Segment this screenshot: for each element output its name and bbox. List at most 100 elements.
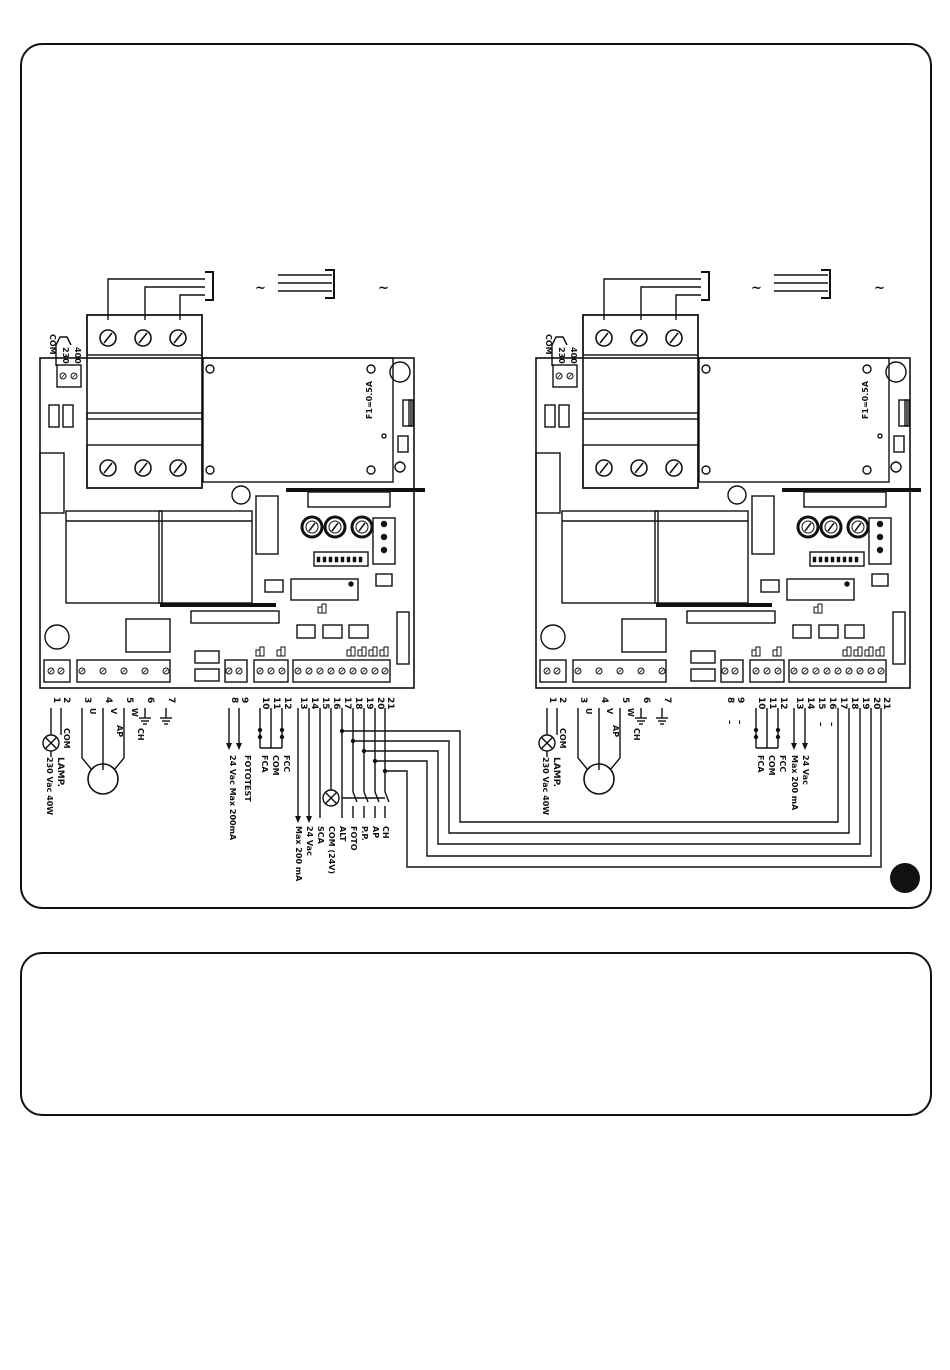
led-icon (276, 646, 286, 657)
component (690, 668, 716, 682)
connector (868, 517, 892, 565)
component (194, 668, 220, 682)
screw-slot (858, 669, 862, 673)
component (893, 435, 905, 453)
screw-slot (599, 462, 609, 474)
motor-wire-label: COM (62, 728, 71, 749)
terminal-rail (582, 412, 699, 420)
via (381, 433, 387, 439)
led-body (255, 649, 261, 657)
screw-slot (122, 669, 126, 673)
component (690, 650, 716, 664)
screw-slot (101, 669, 105, 673)
terminal-number: 1 (51, 697, 61, 703)
screw-slot (173, 332, 183, 344)
trimmer-icon (350, 515, 374, 539)
terminal-screw-icon (47, 667, 55, 675)
screw-slot (59, 669, 63, 673)
screw-slot (836, 669, 840, 673)
terminal-number: 18 (849, 697, 859, 710)
screw-slot (568, 374, 572, 378)
terminal-screw-icon (162, 667, 170, 675)
terminal-number: 20 (871, 697, 881, 710)
terminal-block (720, 659, 744, 683)
screw-slot (634, 462, 644, 474)
led-body (317, 606, 323, 614)
motor-lead (609, 750, 621, 771)
motor-phase-label: V (605, 708, 614, 715)
terminal-number: 10 (260, 697, 270, 710)
screw-slot (825, 669, 829, 673)
dip-key (854, 556, 859, 563)
screw-slot (237, 669, 241, 673)
screw-slot (258, 669, 262, 673)
led-body (846, 646, 852, 657)
terminal-screw-icon (637, 667, 645, 675)
motor-icon (87, 763, 119, 795)
terminal-screw-icon (658, 667, 666, 675)
limit-switch-label: COM (271, 755, 280, 776)
limit-switch-label: FCA (260, 755, 269, 773)
interconnect-wire (385, 708, 882, 868)
ic-dot (348, 581, 354, 587)
terminal-screw-icon (867, 667, 875, 675)
trimmer-core (801, 520, 815, 534)
screw-slot (103, 332, 113, 344)
terminal-number: 3 (578, 697, 588, 703)
switch-contact (363, 791, 369, 803)
arrow (295, 816, 301, 823)
terminal-screw-icon (877, 667, 885, 675)
terminal-screw-icon (360, 667, 368, 675)
control-label: COM (24V) (327, 826, 336, 874)
terminal-screw-icon (763, 667, 771, 675)
led-body (864, 649, 870, 657)
terminal-number: 19 (860, 697, 870, 710)
terminal-screw-icon (225, 667, 233, 675)
terminal-number: 4 (103, 697, 113, 703)
led-body (875, 649, 881, 657)
terminal-number: 14 (309, 697, 319, 710)
motor-wire-label: AP (115, 725, 124, 737)
mains-tilde: ~ (255, 281, 266, 296)
terminal-number: 9 (735, 697, 745, 703)
rail (160, 603, 276, 607)
pcb-notch (39, 452, 65, 514)
fuse-label: F1=0.5A (365, 380, 374, 419)
trimmer-slot (308, 522, 316, 532)
wire (179, 294, 205, 320)
component-icon (394, 461, 406, 473)
led-icon (875, 646, 885, 657)
terminal-screw-icon (566, 372, 574, 380)
terminal-screw-icon (834, 667, 842, 675)
led-icon (751, 646, 761, 657)
motor-phase-label: U (88, 708, 97, 715)
dip-key (352, 556, 357, 563)
terminal-number: 17 (342, 697, 352, 710)
control-label: Max 200 mA (294, 826, 303, 882)
screw-slot (555, 669, 559, 673)
terminal-screw-icon (267, 667, 275, 675)
terminal-number: 10 (756, 697, 766, 710)
screw-slot (599, 332, 609, 344)
component (892, 611, 906, 665)
trimmer-core (355, 520, 369, 534)
bracket (325, 269, 335, 299)
voltage-label: COM (48, 334, 57, 355)
limit-switch-label: FCC (282, 755, 291, 772)
terminal-block (76, 659, 171, 683)
screw-slot (765, 669, 769, 673)
terminal-number: 9 (239, 697, 249, 703)
terminal-number: 13 (298, 697, 308, 710)
lamp-cross (325, 792, 337, 804)
selector-jumper (551, 336, 568, 366)
led-icon (317, 603, 327, 614)
wire (144, 286, 205, 320)
dip-key (334, 556, 339, 563)
terminal-block (788, 659, 887, 683)
dip-key (824, 556, 829, 563)
terminal-block (224, 659, 248, 683)
led-body (751, 649, 757, 657)
screw-slot (660, 669, 664, 673)
